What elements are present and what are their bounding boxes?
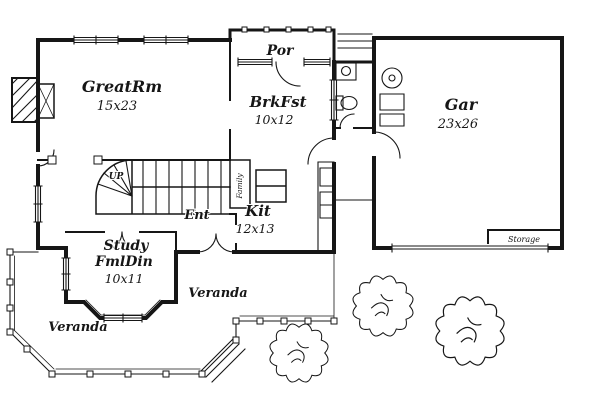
front-double-door-arcs	[197, 233, 235, 253]
tree-icon	[352, 275, 414, 337]
label-great-room-size: 15x23	[97, 99, 137, 114]
tree-icon	[435, 296, 505, 366]
interior-wall-segments	[37, 39, 375, 253]
vanity	[335, 62, 357, 81]
label-stairs-up: UP	[109, 172, 124, 182]
exterior-wall-garage	[372, 36, 564, 250]
stair-treads	[97, 159, 222, 215]
room-labels: GreatRm 15x23 Por BrkFst 10x12 Gar 23x26…	[47, 42, 541, 336]
label-study: Study	[104, 238, 150, 254]
vanity-sink	[340, 65, 352, 77]
colonnade-posts	[47, 155, 103, 165]
label-garage: Gar	[445, 95, 479, 114]
label-kitchen: Kit	[244, 202, 271, 220]
label-great-room: GreatRm	[82, 77, 162, 96]
veranda-railing-inner	[13, 251, 335, 370]
label-breakfast: BrkFst	[249, 93, 307, 111]
tree-icon	[269, 323, 329, 383]
interior-walls	[37, 39, 563, 253]
kitchen-counter	[317, 161, 335, 251]
chimney-hatching	[11, 77, 39, 123]
stairs	[95, 159, 237, 215]
label-veranda-left: Veranda	[48, 320, 107, 335]
label-breakfast-size: 10x12	[255, 112, 294, 127]
veranda-posts	[6, 248, 338, 378]
porch-posts	[241, 26, 332, 33]
porch-breakfast-door-arc	[275, 61, 301, 87]
study-french-door-arcs	[103, 231, 141, 251]
label-garage-size: 23x26	[437, 117, 478, 132]
stair-frame	[95, 159, 237, 215]
window-masks	[34, 36, 548, 322]
label-entry: Ent	[183, 208, 209, 223]
water-heater-center	[388, 74, 396, 82]
toilet-bowl	[340, 95, 358, 111]
exterior-wall-porch	[228, 28, 376, 64]
label-porch: Por	[266, 43, 295, 59]
veranda-railing-outer	[9, 251, 335, 375]
utility-cabinets	[379, 93, 405, 127]
garage-entry-door-arc	[373, 131, 401, 159]
label-kitchen-size: 12x13	[236, 221, 275, 236]
water-heater	[381, 67, 403, 89]
bathroom-door-arc	[339, 113, 355, 129]
windows	[33, 35, 549, 323]
landscaping	[269, 275, 505, 383]
firebox-cross	[37, 83, 55, 119]
kitchen-island	[255, 169, 287, 203]
label-storage: Storage	[508, 235, 540, 244]
window-glazing	[33, 35, 549, 323]
label-formal-dining: FmlDin	[94, 254, 153, 270]
pantry-closet	[229, 159, 251, 209]
stoop-steps	[337, 33, 373, 49]
bathroom-fixtures	[333, 62, 375, 201]
label-dining-size: 10x11	[105, 271, 144, 286]
chimney-fireplace	[11, 77, 55, 123]
firebox	[37, 83, 55, 119]
kitchen-hall-door-arc	[307, 137, 335, 165]
veranda	[6, 26, 338, 383]
garage-fixtures	[337, 33, 405, 127]
exterior-wall-main	[36, 38, 336, 320]
label-veranda-front: Veranda	[188, 286, 247, 301]
veranda-steps	[199, 338, 246, 383]
storage-room-walls	[487, 229, 563, 249]
toilet-tank	[335, 95, 344, 111]
label-family-closet: Family	[235, 173, 244, 200]
bay-window-inner-line	[85, 299, 161, 316]
kitchen-fixtures	[255, 161, 335, 251]
